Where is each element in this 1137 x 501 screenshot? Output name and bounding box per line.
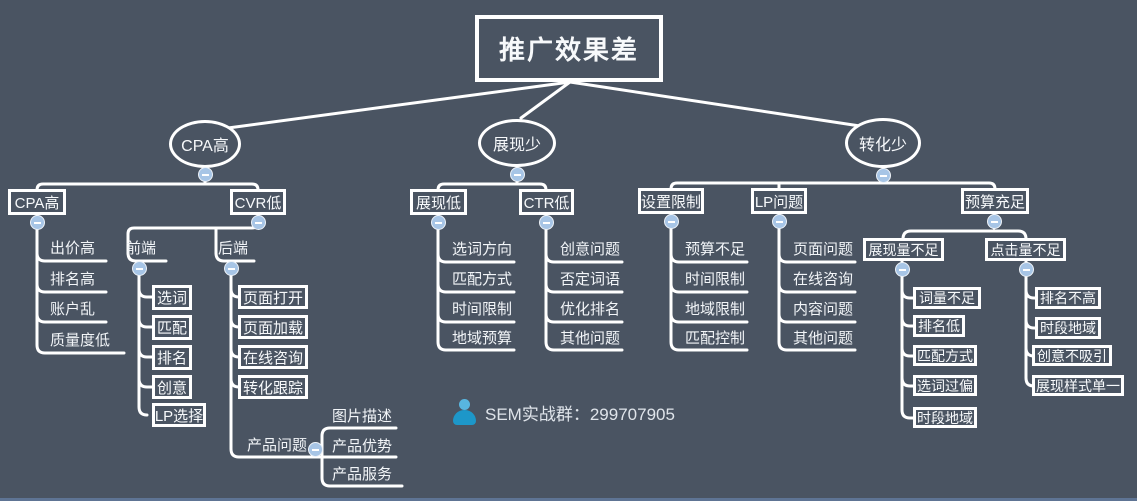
- node-lp-choice[interactable]: LP选择: [152, 403, 206, 427]
- node-product-issues[interactable]: 产品问题: [247, 437, 308, 454]
- node-backend[interactable]: 后端: [218, 240, 249, 257]
- node-budget-sufficient[interactable]: 预算充足: [961, 188, 1029, 214]
- node-negative-keywords[interactable]: 否定词语: [560, 271, 621, 288]
- node-conversion-tracking[interactable]: 转化跟踪: [238, 375, 308, 399]
- node-match-type-2[interactable]: 匹配方式: [913, 345, 977, 366]
- node-creative-issues[interactable]: 创意问题: [560, 241, 621, 258]
- node-creative-unattractive[interactable]: 创意不吸引: [1032, 345, 1112, 366]
- node-matching[interactable]: 匹配: [152, 315, 192, 340]
- node-account-messy[interactable]: 账户乱: [50, 301, 96, 318]
- collapse-button[interactable]: [664, 214, 679, 229]
- node-click-volume-low[interactable]: 点击量不足: [985, 238, 1066, 261]
- node-cpa-high-box[interactable]: CPA高: [8, 189, 66, 215]
- node-ranking[interactable]: 排名: [152, 345, 192, 370]
- node-bid-high[interactable]: 出价高: [50, 240, 96, 257]
- node-rank-high[interactable]: 排名高: [50, 271, 96, 288]
- collapse-button[interactable]: [987, 214, 1002, 229]
- node-time-region[interactable]: 时段地域: [913, 407, 977, 428]
- node-impression-low[interactable]: 展现低: [410, 189, 467, 215]
- qq-group-text: SEM实战群：299707905: [485, 405, 675, 424]
- collapse-button[interactable]: [308, 442, 323, 457]
- node-other-issues[interactable]: 其他问题: [560, 330, 621, 347]
- node-online-consult-2[interactable]: 在线咨询: [793, 271, 854, 288]
- node-content-issues[interactable]: 内容问题: [793, 301, 854, 318]
- node-frontend[interactable]: 前端: [126, 240, 157, 257]
- node-product-advantage[interactable]: 产品优势: [332, 438, 393, 455]
- collapse-button[interactable]: [224, 261, 239, 276]
- node-setting-limits[interactable]: 设置限制: [638, 188, 704, 214]
- node-cvr-low[interactable]: CVR低: [230, 189, 286, 215]
- collapse-button[interactable]: [198, 167, 213, 182]
- collapse-button[interactable]: [30, 215, 45, 230]
- node-time-region-2[interactable]: 时段地域: [1035, 317, 1101, 339]
- collapse-button[interactable]: [431, 215, 446, 230]
- node-impression-volume-low[interactable]: 展现量不足: [863, 238, 944, 261]
- bottom-edge-strip: [0, 498, 1137, 501]
- person-icon: [452, 399, 477, 426]
- node-quality-low[interactable]: 质量度低: [50, 332, 111, 349]
- node-low-impressions[interactable]: 展现少: [478, 119, 556, 167]
- node-optimize-ranking[interactable]: 优化排名: [560, 301, 621, 318]
- node-rank-low[interactable]: 排名低: [913, 315, 965, 337]
- node-image-description[interactable]: 图片描述: [332, 408, 393, 425]
- node-page-issues[interactable]: 页面问题: [793, 241, 854, 258]
- node-creative[interactable]: 创意: [152, 375, 192, 399]
- node-page-load[interactable]: 页面加载: [238, 315, 308, 339]
- collapse-button[interactable]: [876, 168, 891, 183]
- collapse-button[interactable]: [539, 215, 554, 230]
- node-match-type[interactable]: 匹配方式: [452, 271, 513, 288]
- node-region-budget[interactable]: 地域预算: [452, 330, 513, 347]
- node-lp-issues[interactable]: LP问题: [751, 188, 807, 214]
- node-ctr-low[interactable]: CTR低: [519, 189, 574, 215]
- node-online-consult[interactable]: 在线咨询: [238, 345, 308, 369]
- node-low-conversions[interactable]: 转化少: [845, 118, 921, 168]
- collapse-button[interactable]: [251, 215, 266, 230]
- collapse-button[interactable]: [1019, 262, 1034, 277]
- node-time-limit[interactable]: 时间限制: [452, 301, 513, 318]
- node-page-open[interactable]: 页面打开: [238, 285, 308, 309]
- node-budget-insufficient[interactable]: 预算不足: [685, 241, 746, 258]
- node-word-too-narrow[interactable]: 选词过偏: [913, 375, 977, 396]
- node-product-service[interactable]: 产品服务: [332, 466, 393, 483]
- node-cpa-high[interactable]: CPA高: [169, 120, 241, 168]
- node-display-style-single[interactable]: 展现样式单一: [1032, 375, 1124, 396]
- node-word-selection[interactable]: 选词: [152, 285, 192, 310]
- node-rank-not-high[interactable]: 排名不高: [1035, 287, 1101, 309]
- collapse-button[interactable]: [510, 167, 525, 182]
- node-region-restrict[interactable]: 地域限制: [685, 301, 746, 318]
- collapse-button[interactable]: [132, 261, 147, 276]
- node-word-direction[interactable]: 选词方向: [452, 241, 513, 258]
- qq-group-watermark: SEM实战群：299707905: [452, 399, 675, 426]
- node-keyword-volume-low[interactable]: 词量不足: [913, 287, 981, 309]
- node-match-control[interactable]: 匹配控制: [685, 330, 746, 347]
- collapse-button[interactable]: [772, 214, 787, 229]
- node-other-issues-2[interactable]: 其他问题: [793, 330, 854, 347]
- node-root[interactable]: 推广效果差: [475, 15, 663, 82]
- node-time-restrict[interactable]: 时间限制: [685, 271, 746, 288]
- collapse-button[interactable]: [895, 262, 910, 277]
